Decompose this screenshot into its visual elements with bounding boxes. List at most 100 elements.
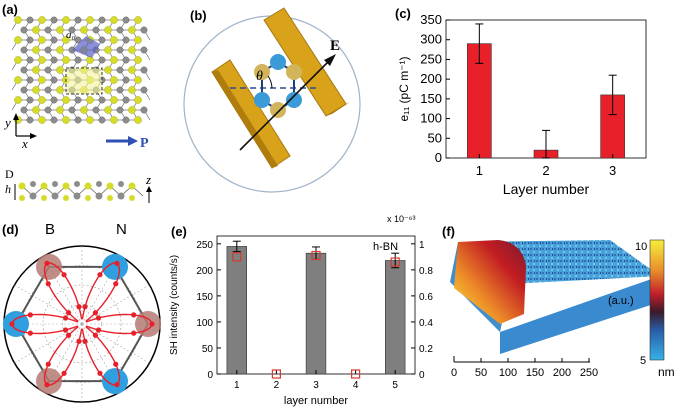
panel-d-label: (d) <box>2 222 19 237</box>
sulfur-atom <box>104 46 112 54</box>
sh-data-point <box>61 272 67 278</box>
sh-data-point <box>61 370 67 376</box>
sulfur-atom <box>134 16 142 24</box>
y-tick-label: 0 <box>435 150 442 165</box>
x-axis-label: Layer number <box>503 181 590 197</box>
sh-data-point <box>97 370 103 376</box>
metal-atom <box>116 106 124 114</box>
metal-atom <box>50 96 58 104</box>
y-axis-label: SH intensity (counts/s) <box>169 255 180 355</box>
map-front-bottom <box>500 276 660 354</box>
y-tick-label: 250 <box>196 240 213 251</box>
sulfur-atom <box>56 86 64 94</box>
lattice-constant-label: a₀ <box>66 29 76 41</box>
metal-atom <box>74 56 82 64</box>
sulfur-atom <box>128 86 136 94</box>
y-tick-label: 100 <box>196 318 213 329</box>
metal-atom <box>122 56 130 64</box>
metal-atom <box>20 46 28 54</box>
metal-atom <box>29 192 37 200</box>
sulfur-atom <box>134 116 142 124</box>
sulfur-atom <box>86 116 94 124</box>
sulfur-atom <box>32 86 40 94</box>
colorbar-min: 5 <box>640 355 646 367</box>
map-x-tick-label: 200 <box>553 367 571 379</box>
metal-atom <box>92 26 100 34</box>
polar-grid-ring <box>62 304 102 344</box>
bar <box>226 246 248 375</box>
atom-B-label: B <box>45 221 55 238</box>
sh-data-point <box>131 330 137 336</box>
atom-gold <box>286 64 302 80</box>
sh-data-point <box>95 327 102 333</box>
sh-data-point <box>82 304 88 310</box>
inset-label: h-BN <box>373 241 398 253</box>
nitrogen-atom <box>3 311 29 337</box>
metal-atom <box>68 26 76 34</box>
metal-atom <box>50 36 58 44</box>
metal-atom <box>74 181 80 187</box>
sulfur-atom <box>84 182 92 190</box>
y-tick-label: 100 <box>420 111 442 126</box>
metal-atom <box>140 66 148 74</box>
panel-a-label: (a) <box>2 2 18 17</box>
sulfur-atom <box>134 96 142 104</box>
map-x-tick-label: 250 <box>580 367 598 379</box>
sulfur-atom <box>107 195 113 201</box>
nitrogen-atom <box>102 253 128 280</box>
sh-data-point <box>45 361 51 367</box>
metal-atom <box>30 181 36 187</box>
metal-atom <box>122 116 130 124</box>
sulfur-atom <box>14 16 22 24</box>
y-tick-label: 50 <box>202 344 214 355</box>
metal-atom <box>116 26 124 34</box>
panel-f-label: (f) <box>442 224 455 239</box>
boron-atom <box>36 253 62 280</box>
sulfur-atom <box>110 116 118 124</box>
map-x-tick-label: 100 <box>499 367 517 379</box>
y-tick-label: 200 <box>420 71 442 86</box>
panel-a-lattice: (a) a₀ y x P D h z <box>2 2 152 203</box>
sh-data-point <box>149 321 155 327</box>
metal-atom <box>96 181 102 187</box>
hotspot-region <box>454 240 526 324</box>
sulfur-atom <box>40 182 48 190</box>
metal-atom <box>44 106 52 114</box>
metal-atom <box>50 76 58 84</box>
nitrogen-atom <box>102 368 128 395</box>
sh-data-point <box>113 281 119 287</box>
atom-blue <box>286 92 302 108</box>
polar-grid-ring <box>42 284 122 364</box>
sulfur-atom <box>32 46 40 54</box>
sulfur-atom <box>38 36 46 44</box>
theory-marker <box>311 250 321 261</box>
metal-atom <box>117 192 125 200</box>
sulfur-atom <box>110 76 118 84</box>
highlight-box <box>65 67 103 95</box>
theory-marker <box>351 369 361 379</box>
unit-cell-highlight <box>72 36 100 58</box>
x-tick-label: 2 <box>542 163 549 178</box>
panel-b-schematic: (b) E θ <box>183 7 361 193</box>
axis-y-label: y <box>3 115 11 130</box>
metal-atom <box>26 96 34 104</box>
metal-atom <box>44 66 52 74</box>
side-label-h: h <box>5 182 11 196</box>
sulfur-atom <box>56 46 64 54</box>
sulfur-atom <box>128 46 136 54</box>
right-y-tick-label: 0 <box>419 370 425 381</box>
atom-gold <box>254 64 270 80</box>
metal-atom <box>26 36 34 44</box>
y-tick-label: 150 <box>420 91 442 106</box>
axis-x-label: x <box>21 136 28 151</box>
sulfur-atom <box>32 26 40 34</box>
metal-atom <box>50 116 58 124</box>
sulfur-atom <box>104 66 112 74</box>
y-tick-label: 250 <box>420 51 442 66</box>
sulfur-atom <box>32 66 40 74</box>
sulfur-atom <box>134 36 142 44</box>
sh-data-point <box>113 361 119 367</box>
right-y-tick-label: 0.6 <box>419 292 433 303</box>
sulfur-atom <box>110 96 118 104</box>
x-tick-label: 3 <box>609 163 616 178</box>
